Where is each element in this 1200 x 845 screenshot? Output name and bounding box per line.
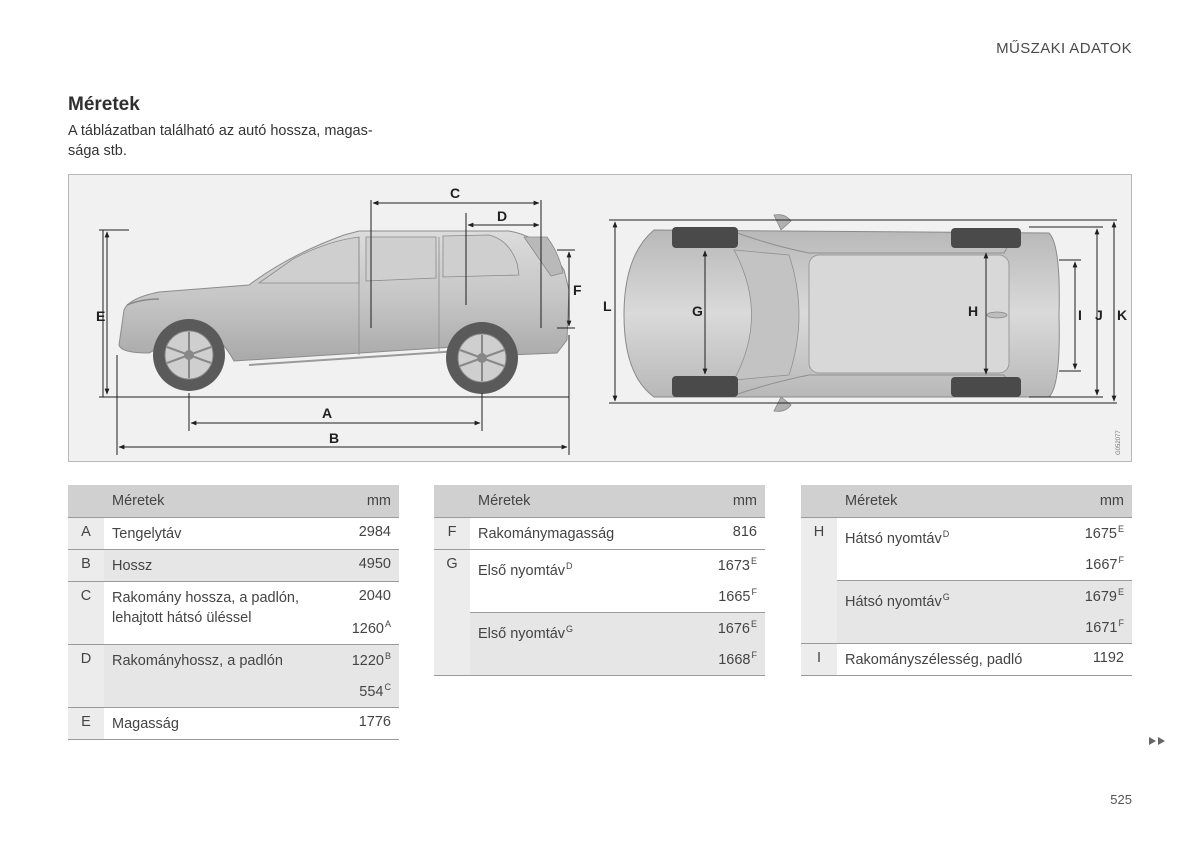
label-i: I xyxy=(1078,307,1082,323)
table-row: E Magasság 1776 xyxy=(68,707,399,740)
row-name: Rakomány hossza, a padlón, lehajtott hát… xyxy=(104,581,331,645)
row-value: 1671F xyxy=(1064,612,1132,644)
table-row: B Hossz 4950 xyxy=(68,549,399,582)
row-key: F xyxy=(434,517,470,550)
table-row: Hátsó nyomtávG 1679E xyxy=(801,580,1132,644)
row-value: 816 xyxy=(697,517,765,550)
figure-code: G052077 xyxy=(1116,430,1122,455)
label-j: J xyxy=(1095,307,1103,323)
name-header: Méretek xyxy=(104,485,331,518)
vehicle-dimension-diagram: A B C D E F G H I J K L G052077 xyxy=(96,185,1127,455)
top-view-car xyxy=(623,214,1060,412)
row-value: 4950 xyxy=(331,549,399,582)
row-value: 1673E xyxy=(697,549,765,581)
row-value: 1667F xyxy=(1064,549,1132,581)
table-row: A Tengelytáv 2984 xyxy=(68,517,399,550)
row-name: Első nyomtávG xyxy=(470,612,697,676)
table-row: 1671F xyxy=(801,612,1132,644)
label-c: C xyxy=(450,185,460,201)
row-value: 1260A xyxy=(331,613,399,645)
table-row: D Rakományhossz, a padlón 1220B xyxy=(68,644,399,708)
table-row: G Első nyomtávD 1673E xyxy=(434,549,765,676)
table-header-row: Méretek mm xyxy=(434,485,765,518)
row-key: C xyxy=(68,581,104,645)
label-b: B xyxy=(329,430,339,446)
label-d: D xyxy=(497,208,507,224)
row-value: 1665F xyxy=(697,581,765,613)
row-name: Hátsó nyomtávG xyxy=(837,580,1064,644)
row-value: 1676E xyxy=(697,612,765,644)
dimension-illustration: A B C D E F G H I J K L G052077 xyxy=(68,174,1132,462)
page-title: Méretek xyxy=(68,94,140,115)
table-row: 1260A xyxy=(68,613,399,645)
table-row: Első nyomtávG 1676E xyxy=(434,612,765,676)
row-value: 1220B xyxy=(331,644,399,676)
label-k: K xyxy=(1117,307,1127,323)
table-row: F Rakománymagasság 816 xyxy=(434,517,765,550)
page-number: 525 xyxy=(1110,792,1132,807)
key-header xyxy=(434,485,470,518)
row-value: 1675E xyxy=(1064,517,1132,549)
row-name: Hátsó nyomtávD xyxy=(837,517,1064,581)
unit-header: mm xyxy=(1064,485,1132,518)
label-e: E xyxy=(96,308,105,324)
table-row: 1667F xyxy=(801,549,1132,581)
dimensions-table-2: Méretek mm F Rakománymagasság 816 G Első… xyxy=(434,485,765,676)
row-key: D xyxy=(68,644,104,708)
intro-text: A táblázatban található az autó hossza, … xyxy=(68,123,373,159)
name-header: Méretek xyxy=(470,485,697,518)
table-row: 1668F xyxy=(434,644,765,676)
table-row: C Rakomány hossza, a padlón, lehajtott h… xyxy=(68,581,399,645)
table-row: 554C xyxy=(68,676,399,708)
dimensions-table-1: Méretek mm A Tengelytáv 2984 B Hossz 495… xyxy=(68,485,399,740)
label-a: A xyxy=(322,405,332,421)
name-header: Méretek xyxy=(837,485,1064,518)
unit-header: mm xyxy=(331,485,399,518)
table-row: 1665F xyxy=(434,581,765,613)
row-key: A xyxy=(68,517,104,550)
unit-header: mm xyxy=(697,485,765,518)
label-f: F xyxy=(573,282,582,298)
label-l: L xyxy=(603,298,612,314)
table-header-row: Méretek mm xyxy=(68,485,399,518)
row-value: 554C xyxy=(331,676,399,708)
row-name: Hossz xyxy=(104,549,331,582)
table-row: H Hátsó nyomtávD 1675E xyxy=(801,517,1132,644)
row-value: 2984 xyxy=(331,517,399,550)
table-row: I Rakományszélesség, padló 1192 xyxy=(801,643,1132,676)
row-name: Rakományhossz, a padlón xyxy=(104,644,331,708)
section-header: MŰSZAKI ADATOK xyxy=(996,40,1132,57)
label-h: H xyxy=(968,303,978,319)
table-header-row: Méretek mm xyxy=(801,485,1132,518)
row-value: 1192 xyxy=(1064,643,1132,676)
row-name: Magasság xyxy=(104,707,331,740)
row-name: Tengelytáv xyxy=(104,517,331,550)
row-name: Rakományszélesség, padló xyxy=(837,643,1064,676)
row-key: E xyxy=(68,707,104,740)
double-triangle-right-icon[interactable] xyxy=(1148,736,1168,746)
key-header xyxy=(68,485,104,518)
side-view-car xyxy=(118,230,570,394)
dimensions-table-3: Méretek mm H Hátsó nyomtávD 1675E 1667F … xyxy=(801,485,1132,676)
row-value: 1679E xyxy=(1064,580,1132,612)
label-g: G xyxy=(692,303,703,319)
row-key: I xyxy=(801,643,837,676)
row-key: G xyxy=(434,549,470,676)
row-key: B xyxy=(68,549,104,582)
row-value: 1668F xyxy=(697,644,765,676)
row-value: 2040 xyxy=(331,581,399,613)
row-name: Rakománymagasság xyxy=(470,517,697,550)
row-name: Első nyomtávD xyxy=(470,549,697,613)
key-header xyxy=(801,485,837,518)
row-key: H xyxy=(801,517,837,644)
row-value: 1776 xyxy=(331,707,399,740)
